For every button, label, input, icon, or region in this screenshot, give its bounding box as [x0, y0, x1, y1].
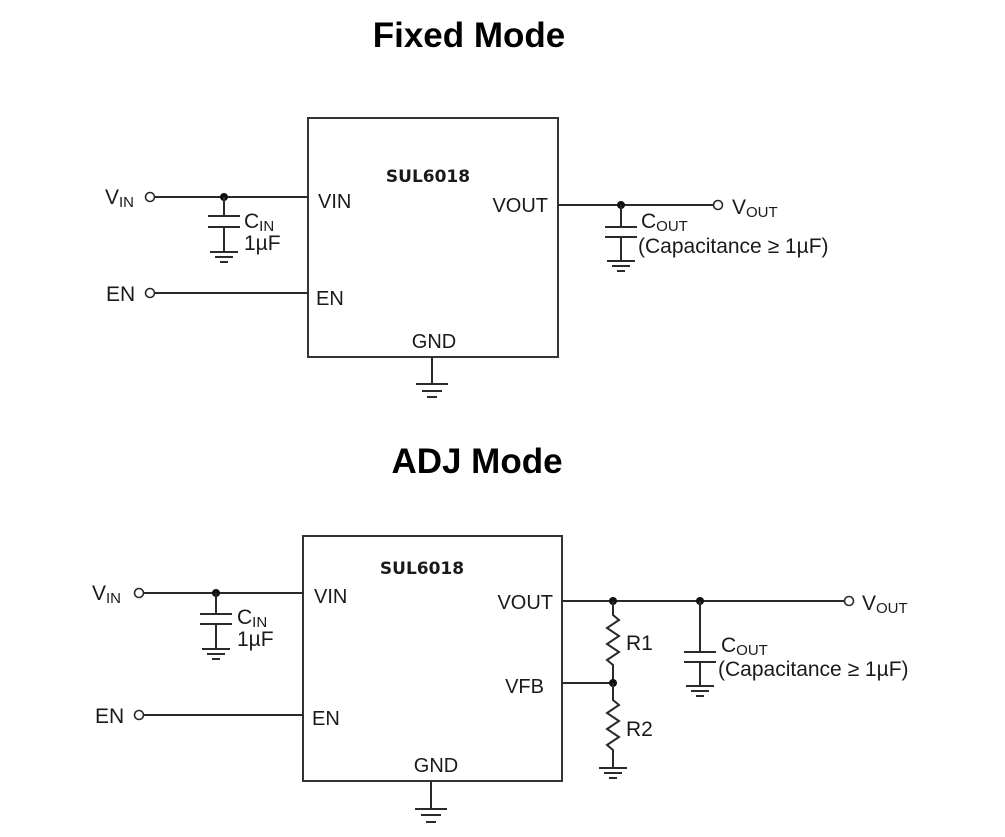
adj-mode-title: ADJ Mode — [391, 442, 562, 481]
adj-chip-name: SUL6018 — [380, 559, 464, 579]
fixed-pin-gnd: GND — [412, 331, 456, 353]
fixed-pin-vin: VIN — [318, 191, 351, 213]
adj-cout-ground-icon — [686, 685, 714, 697]
fixed-en-terminal — [144, 287, 156, 299]
adj-vin-label: VIN — [92, 582, 121, 607]
adj-cin-value: 1µF — [237, 628, 274, 651]
adj-gnd-ground-icon — [415, 808, 447, 823]
fixed-cin-value: 1µF — [244, 232, 281, 255]
adj-cout-capacitor — [684, 601, 716, 686]
adj-en-label: EN — [95, 705, 124, 728]
fixed-gnd-ground-icon — [416, 383, 448, 398]
adj-pin-vout: VOUT — [497, 592, 553, 614]
adj-r1-label: R1 — [626, 632, 653, 655]
fixed-vin-label: VIN — [105, 186, 134, 211]
adj-cin-label: CIN — [237, 606, 267, 631]
fixed-mode-diagram: Fixed Mode SUL6018 VIN VOUT EN GND VIN C… — [105, 16, 829, 398]
fixed-pin-vout: VOUT — [492, 195, 548, 217]
fixed-cin-label: CIN — [244, 210, 274, 235]
fixed-vout-label: VOUT — [732, 196, 778, 221]
fixed-vout-terminal — [712, 199, 724, 211]
fixed-chip-body — [307, 117, 559, 358]
adj-pin-en: EN — [312, 708, 340, 730]
adj-cout-label: COUT — [721, 634, 768, 659]
adj-pin-gnd: GND — [414, 755, 458, 777]
fixed-en-label: EN — [106, 283, 135, 306]
adj-vin-terminal — [133, 587, 145, 599]
adj-cin-ground-icon — [202, 648, 230, 660]
adj-pin-vfb: VFB — [505, 676, 544, 698]
adj-vout-label: VOUT — [862, 592, 908, 617]
fixed-vin-terminal — [144, 191, 156, 203]
adj-mode-diagram: ADJ Mode SUL6018 VIN VOUT VFB EN GND VIN… — [92, 442, 909, 823]
adj-pin-vin: VIN — [314, 586, 347, 608]
adj-vout-terminal — [843, 595, 855, 607]
fixed-cout-label: COUT — [641, 210, 688, 235]
adj-en-terminal — [133, 709, 145, 721]
fixed-cout-value: (Capacitance ≥ 1µF) — [638, 235, 829, 258]
adj-chip-body — [302, 535, 563, 782]
adj-r2-label: R2 — [626, 718, 653, 741]
fixed-cout-ground-icon — [607, 260, 635, 272]
fixed-pin-en: EN — [316, 288, 344, 310]
fixed-mode-title: Fixed Mode — [373, 16, 566, 55]
adj-r2-ground-icon — [599, 767, 627, 779]
fixed-cout-capacitor — [605, 205, 637, 261]
adj-r2-resistor — [605, 683, 621, 768]
adj-cout-value: (Capacitance ≥ 1µF) — [718, 658, 909, 681]
adj-r1-resistor — [605, 601, 621, 683]
fixed-cin-capacitor — [208, 197, 240, 252]
adj-cin-capacitor — [200, 593, 232, 649]
fixed-chip-name: SUL6018 — [386, 167, 470, 187]
fixed-cin-ground-icon — [210, 251, 238, 263]
